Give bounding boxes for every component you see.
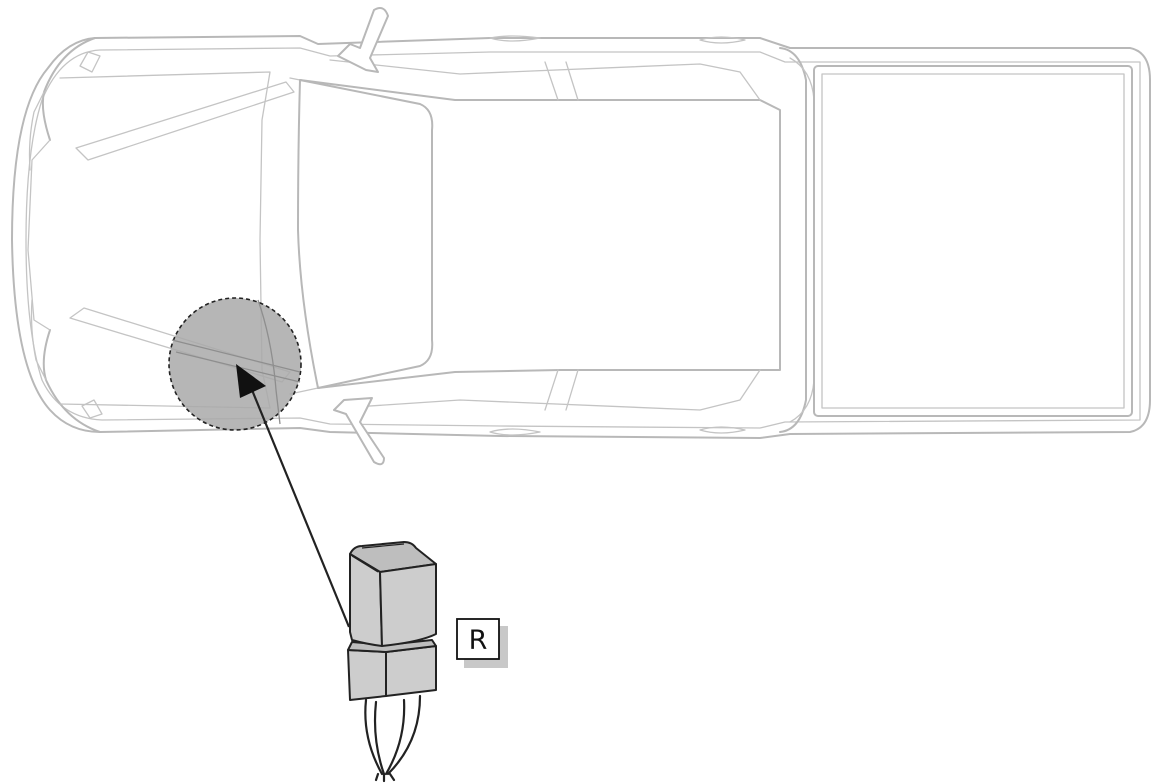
front-grille-edge xyxy=(28,91,45,171)
highlight-vehicle-line-1 xyxy=(171,339,301,373)
cab-rear-wall-inner xyxy=(789,57,815,423)
b-pillar-top xyxy=(544,61,579,101)
cargo-bed xyxy=(813,65,1133,417)
relay-connector-side xyxy=(385,645,437,697)
b-pillar-bottom xyxy=(544,369,579,411)
front-bumper-lower xyxy=(42,329,101,433)
relay-wire-1 xyxy=(364,698,384,776)
front-grille-edge-lower xyxy=(30,299,47,381)
windshield xyxy=(297,79,434,389)
side-mirror-left xyxy=(337,7,389,73)
relay-wire-2 xyxy=(373,700,386,776)
callout-label: R xyxy=(456,618,508,668)
headlamp-left xyxy=(27,139,51,331)
relay-wire-tips xyxy=(374,772,396,783)
door-handle-front-bottom xyxy=(489,428,541,436)
highlight-vehicle-line-3 xyxy=(257,299,281,425)
relay-wire-4 xyxy=(386,694,422,776)
front-tow-hook-top xyxy=(79,51,101,73)
highlight-circle xyxy=(168,297,302,431)
relay-body-top xyxy=(349,541,437,573)
leader-arrow xyxy=(236,364,351,628)
arrow-head xyxy=(236,364,266,398)
cab-roof xyxy=(299,79,781,389)
side-mirror-right xyxy=(333,397,385,466)
relay-wire-3 xyxy=(384,698,406,776)
vehicle-top-view xyxy=(11,7,1151,466)
relay-connector-front xyxy=(347,649,387,701)
cab-side-window-bottom xyxy=(339,369,761,411)
door-handle-rear-bottom xyxy=(699,426,746,434)
callout-label-text: R xyxy=(469,625,488,656)
relay-component xyxy=(347,541,437,783)
relay-connector-top xyxy=(347,639,437,653)
leader-line xyxy=(250,389,351,628)
vehicle-body-outline xyxy=(11,35,1151,439)
cab-rear-wall xyxy=(779,47,807,433)
door-handle-rear-top xyxy=(699,36,746,44)
callout-label-box xyxy=(456,618,500,660)
cab-side-window-top xyxy=(329,59,761,101)
cargo-bed-inner xyxy=(821,73,1125,409)
relay-body-side xyxy=(379,563,437,647)
front-tow-hook-bottom xyxy=(81,399,103,419)
hood-crease-upper xyxy=(75,81,295,161)
door-handle-front-top xyxy=(489,35,541,42)
relay-body-edge-highlight xyxy=(351,543,405,573)
location-highlight xyxy=(168,297,302,431)
